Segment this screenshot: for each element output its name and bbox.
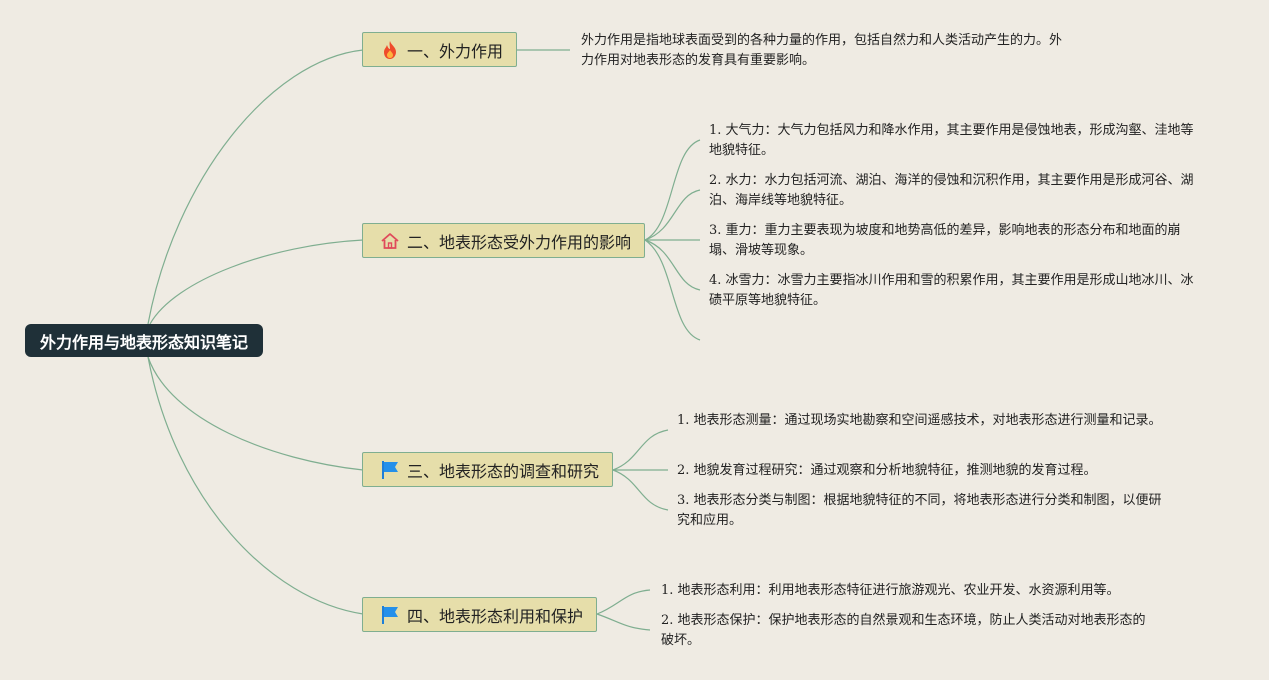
connector-b2-n5	[644, 239, 701, 341]
note-water-force: 2. 水力：水力包括河流、湖泊、海洋的侵蚀和沉积作用，其主要作用是形成河谷、湖泊…	[709, 173, 1194, 208]
note-atmospheric-force: 1. 大气力：大气力包括风力和降水作用，其主要作用是侵蚀地表，形成沟壑、洼地等地…	[709, 123, 1194, 158]
connector-b2-n2	[644, 189, 701, 241]
connector-b2-n1	[644, 139, 701, 241]
branch-label: 三、地表形态的调查和研究	[407, 461, 600, 481]
connector-b4-n2	[596, 613, 651, 631]
note-landform-classification: 3. 地表形态分类与制图：根据地貌特征的不同，将地表形态进行分类和制图，以便研究…	[677, 493, 1162, 528]
branch-label: 四、地表形态利用和保护	[407, 606, 584, 626]
connector-b4-n1	[596, 589, 651, 615]
connector-root-b2	[149, 239, 364, 325]
note-landform-utilization: 1. 地表形态利用：利用地表形态特征进行旅游观光、农业开发、水资源利用等。	[661, 583, 1120, 598]
connector-b3-n1	[612, 429, 669, 471]
flag-icon	[379, 604, 401, 626]
flag-icon	[379, 459, 401, 481]
connector-root-b4	[147, 356, 364, 615]
note-gravity-force: 3. 重力：重力主要表现为坡度和地势高低的差异，影响地表的形态分布和地面的崩塌、…	[709, 223, 1181, 258]
connector-root-b1	[147, 49, 364, 325]
house-icon	[379, 230, 401, 252]
note-landform-protection: 2. 地表形态保护：保护地表形态的自然景观和生态环境，防止人类活动对地表形态的破…	[661, 613, 1146, 648]
branch-investigation-research[interactable]: 三、地表形态的调查和研究	[362, 452, 613, 487]
fire-icon	[379, 39, 401, 61]
note-landform-measurement: 1. 地表形态测量：通过现场实地勘察和空间遥感技术，对地表形态进行测量和记录。	[677, 413, 1162, 428]
note-external-force-definition: 外力作用是指地球表面受到的各种力量的作用，包括自然力和人类活动产生的力。外力作用…	[581, 33, 1063, 68]
note-ice-snow-force: 4. 冰雪力：冰雪力主要指冰川作用和雪的积累作用，其主要作用是形成山地冰川、冰碛…	[709, 273, 1194, 308]
root-topic[interactable]: 外力作用与地表形态知识笔记	[25, 324, 263, 357]
note-landform-development: 2. 地貌发育过程研究：通过观察和分析地貌特征，推测地貌的发育过程。	[677, 463, 1097, 478]
connector-root-b3	[147, 356, 364, 471]
branch-label: 二、地表形态受外力作用的影响	[407, 232, 632, 252]
branch-utilization-protection[interactable]: 四、地表形态利用和保护	[362, 597, 597, 632]
branch-label: 一、外力作用	[407, 41, 504, 61]
connector-b2-n4	[644, 239, 701, 291]
root-title: 外力作用与地表形态知识笔记	[39, 332, 248, 352]
branch-landform-influence[interactable]: 二、地表形态受外力作用的影响	[362, 223, 645, 258]
connector-b3-n3	[612, 469, 669, 511]
branch-external-force[interactable]: 一、外力作用	[362, 32, 517, 67]
